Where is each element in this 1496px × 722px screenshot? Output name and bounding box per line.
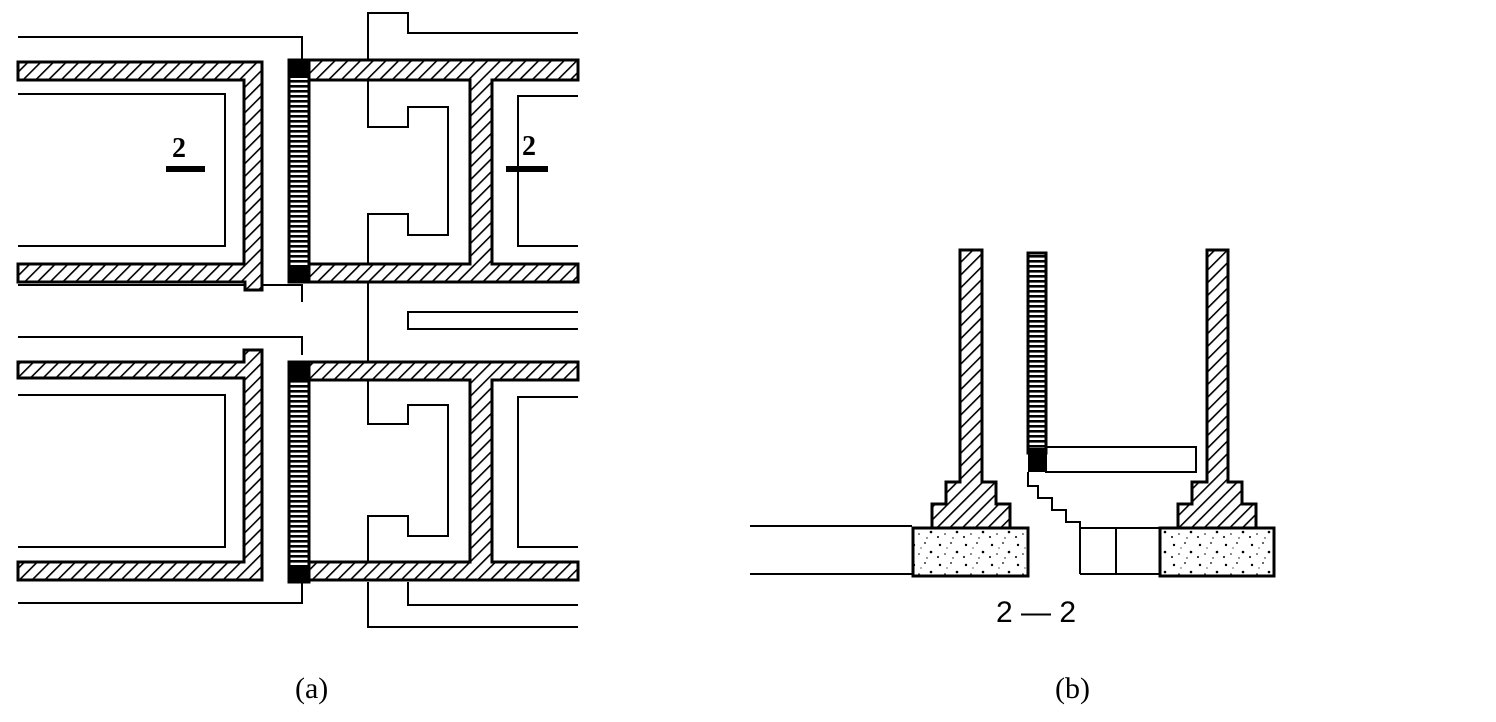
top-step-outline xyxy=(367,12,578,60)
section-label-right: 2 xyxy=(522,131,536,162)
column-upper xyxy=(287,58,311,284)
room-lower-right xyxy=(517,396,578,548)
wall-left xyxy=(930,248,1012,530)
room-lower-left xyxy=(18,394,226,548)
wall-lower-left xyxy=(16,348,264,582)
caption-a: (a) xyxy=(295,672,328,705)
section-label-left: 2 xyxy=(172,133,186,164)
right-base-blocks xyxy=(1080,527,1160,575)
section-marker-left xyxy=(166,166,205,172)
c-shape-upper xyxy=(367,80,449,264)
middle-slot xyxy=(407,311,578,330)
wall-upper-left xyxy=(16,60,264,292)
wall-right xyxy=(1176,248,1258,530)
wall-lower-right xyxy=(307,360,580,582)
panel-b-section xyxy=(750,248,1276,578)
ground-left xyxy=(750,525,912,575)
c-shape-lower xyxy=(367,380,449,562)
section-title: 2 — 2 xyxy=(996,596,1076,629)
middle-outline xyxy=(18,336,303,355)
column-center xyxy=(1026,251,1048,455)
room-upper-left xyxy=(18,93,226,247)
upper-lower-outline xyxy=(18,284,303,302)
upper-outline xyxy=(18,36,303,60)
wall-upper-right xyxy=(307,58,580,284)
step-line xyxy=(1027,472,1081,574)
caption-b: (b) xyxy=(1055,672,1090,705)
bottom-step-outline xyxy=(367,582,578,628)
footing-right xyxy=(1158,526,1276,578)
beam xyxy=(1045,446,1197,473)
column-lower xyxy=(287,360,311,584)
section-marker-right xyxy=(506,166,548,172)
panel-a-plan xyxy=(16,12,580,628)
footing-left xyxy=(911,526,1030,578)
bottom-outline xyxy=(18,582,303,604)
